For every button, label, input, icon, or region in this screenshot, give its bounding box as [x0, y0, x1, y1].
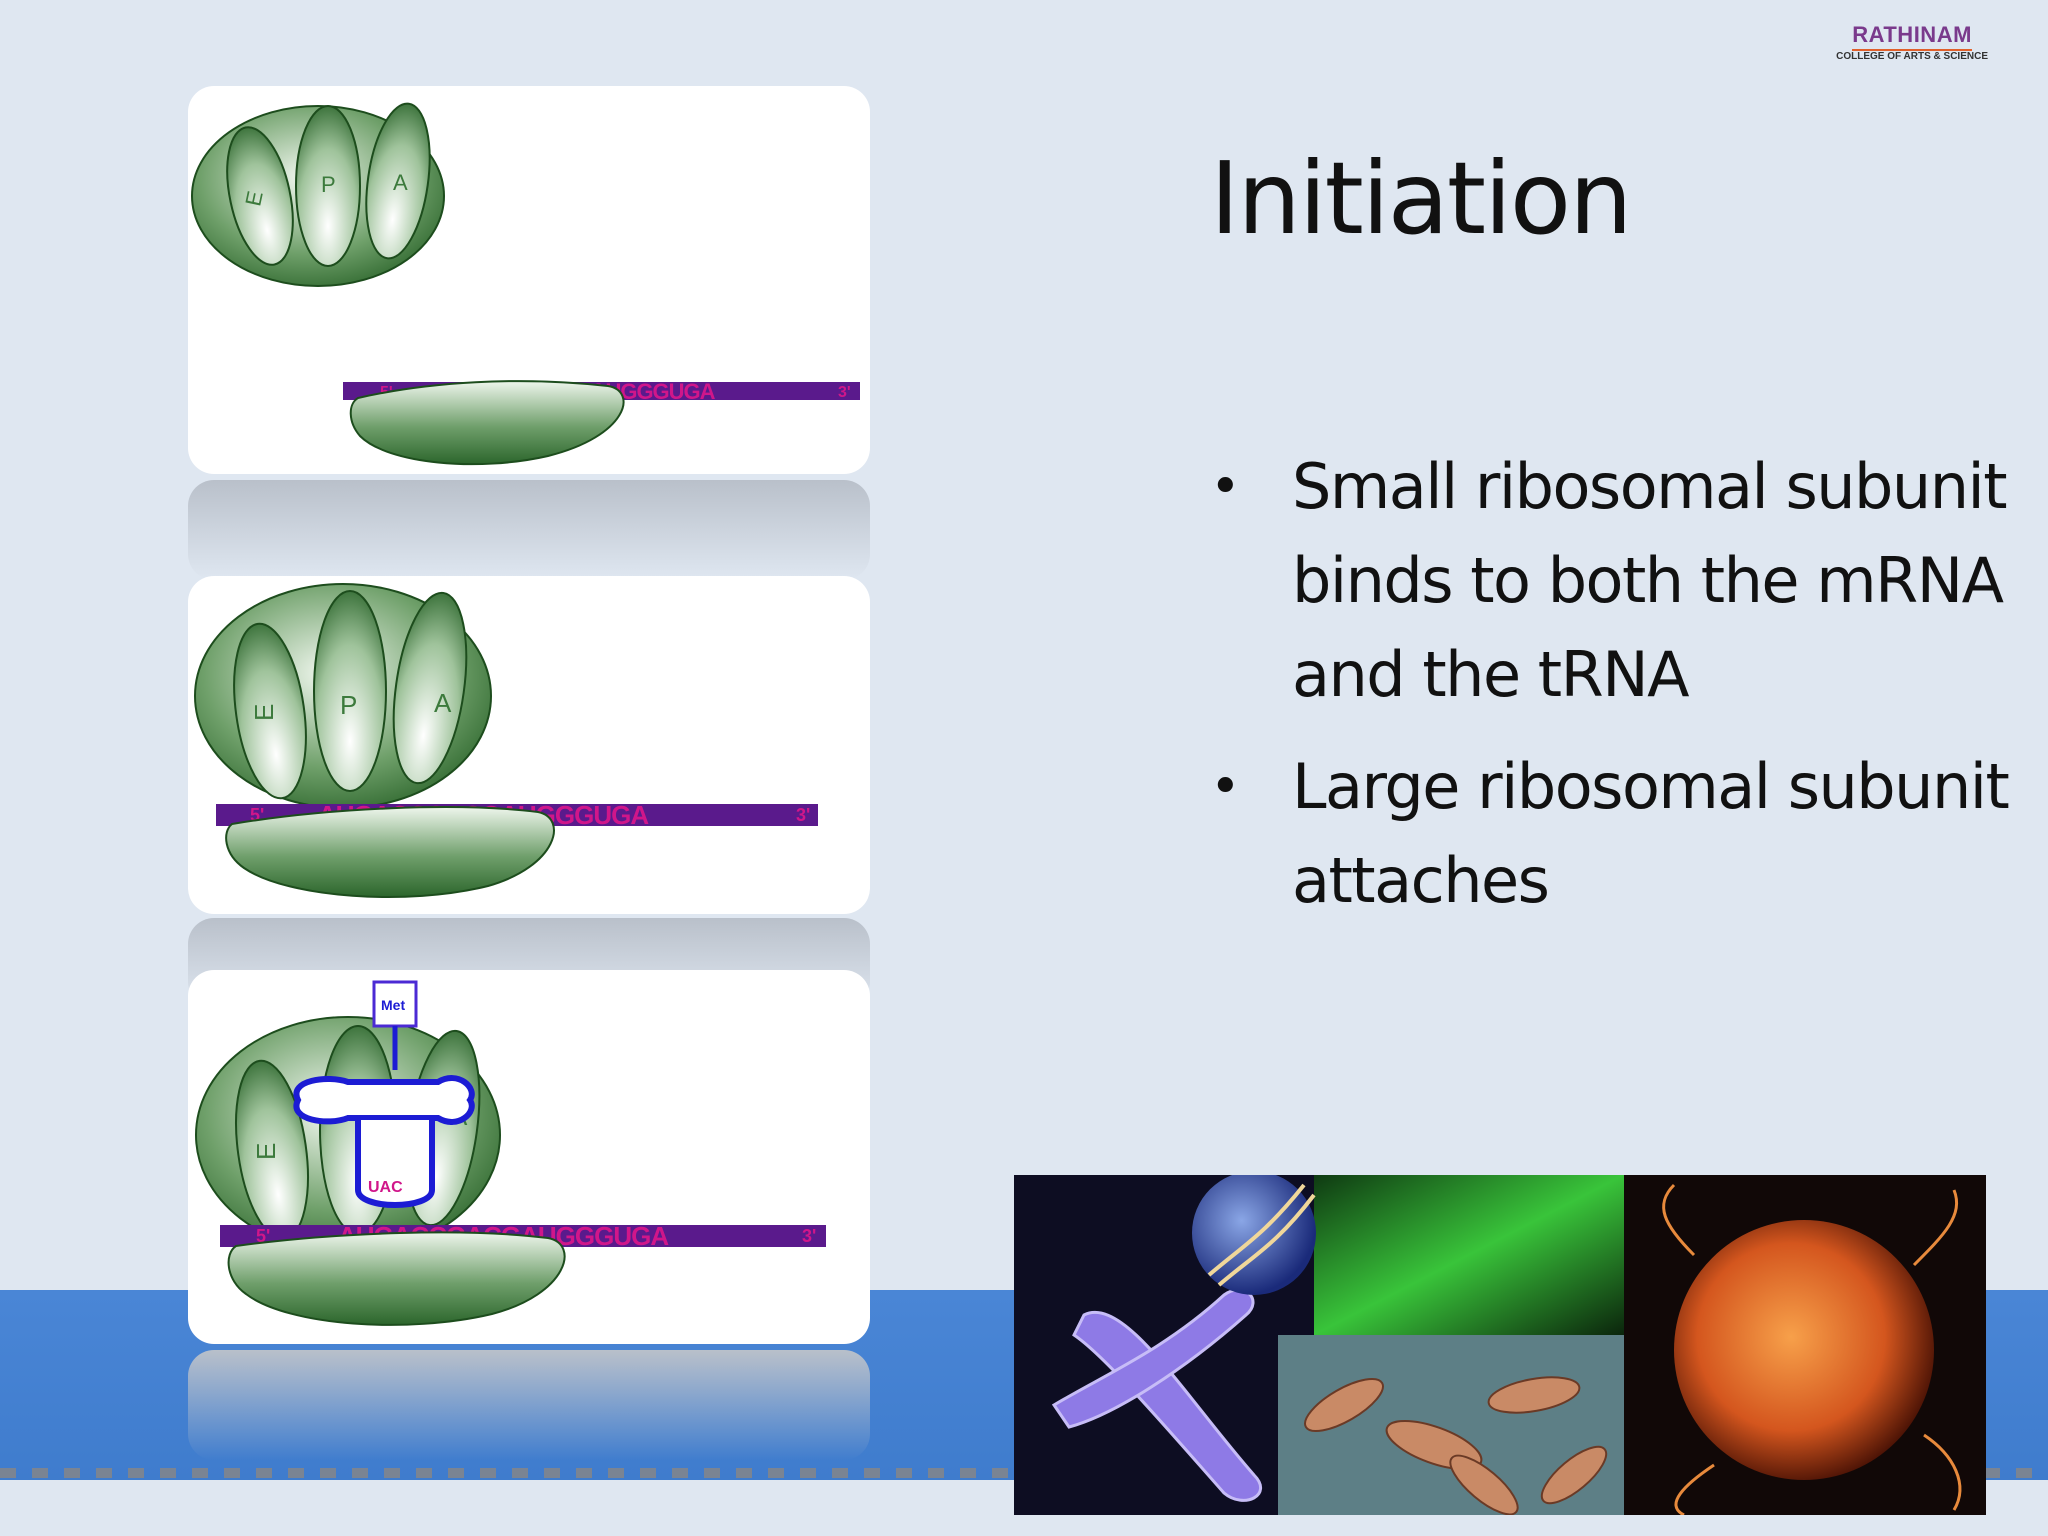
anticodon-label: UAC: [368, 1179, 403, 1196]
mrna-3-prime: 3': [838, 384, 851, 401]
small-subunit: [225, 806, 555, 899]
site-e-label: E: [251, 1143, 281, 1160]
site-e-pocket: [233, 622, 307, 800]
mrna-3-prime: 3': [802, 1226, 816, 1246]
green-cells-panel: [1314, 1175, 1624, 1335]
site-p-pocket: [295, 105, 361, 267]
site-e-label: E: [240, 189, 268, 209]
panel-reflection-1: [188, 480, 870, 580]
bullet-list: Small ribosomal subunit binds to both th…: [1210, 440, 2010, 946]
site-p-pocket: [313, 590, 387, 792]
small-subunit: [227, 1231, 566, 1326]
small-subunit: [349, 380, 625, 466]
dna-helix: [1207, 1183, 1316, 1287]
bullet-item-2: Large ribosomal subunit attaches: [1210, 740, 2010, 928]
slide-title: Initiation: [1210, 140, 1632, 257]
site-p-label: P: [340, 690, 357, 720]
cell-image-collage: [1014, 1175, 1986, 1515]
logo-name: RATHINAM: [1852, 22, 1972, 51]
logo-subtitle: COLLEGE OF ARTS & SCIENCE: [1836, 51, 1988, 62]
site-a-label: A: [393, 170, 408, 195]
ribosome-diagram-2: E P A 5' 3' AUGACCGACGAUGGGUGA: [194, 583, 818, 899]
sperm-tails: [1662, 1183, 1962, 1515]
site-a-pocket: [392, 591, 468, 785]
diagram-panel-2: E P A 5' 3' AUGACCGACGAUGGGUGA: [188, 576, 870, 914]
initiator-trna: Met UAC: [293, 980, 475, 1208]
collage-graphic: [1014, 1175, 1986, 1515]
panel-reflection-3: [188, 1350, 870, 1460]
mrna-3-prime: 3': [796, 805, 810, 825]
egg-cell-image: [1674, 1220, 1934, 1480]
bullet-item-1: Small ribosomal subunit binds to both th…: [1210, 440, 2010, 722]
college-logo: RATHINAM COLLEGE OF ARTS & SCIENCE: [1836, 22, 1988, 62]
site-a-label: A: [434, 688, 452, 718]
site-e-label: E: [249, 704, 279, 721]
chromosome-image: [1051, 1288, 1262, 1502]
amino-acid-label: Met: [381, 997, 405, 1013]
diagram-panel-3: E P A Met UAC 5' 3' AUGACCGACGAUGGGUGA: [188, 970, 870, 1344]
site-e-pocket: [226, 126, 294, 266]
ribosome-diagram-1: E P A 5' 3' AUGACCGACGAUGGGUGA: [191, 102, 860, 466]
site-a-pocket: [365, 102, 431, 260]
ribosome-diagram-3: E P A Met UAC 5' 3' AUGACCGACGAUGGGUGA: [195, 980, 826, 1326]
mrna-5-prime: 5': [256, 1226, 270, 1246]
bacteria-image: [1304, 1376, 1608, 1515]
site-p-label: P: [321, 172, 336, 197]
diagram-panel-1: E P A 5' 3' AUGACCGACGAUGGGUGA: [188, 86, 870, 474]
